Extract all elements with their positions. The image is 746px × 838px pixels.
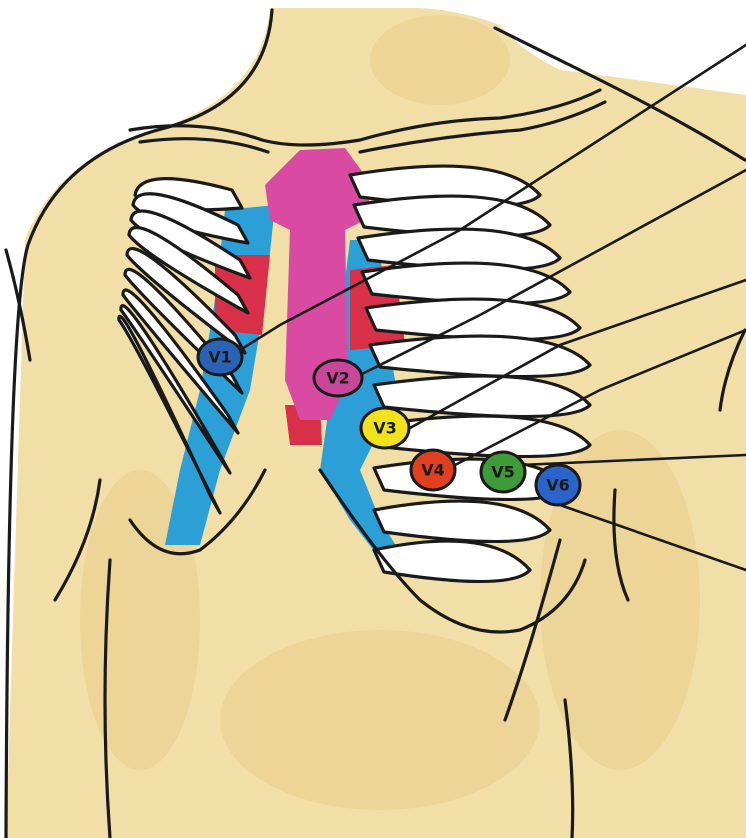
electrode-v6-label: V6 [546,476,570,495]
electrode-v3-label: V3 [373,419,397,438]
electrode-v6[interactable]: V6 [536,465,580,505]
electrode-v3[interactable]: V3 [361,408,409,448]
electrode-v2[interactable]: V2 [314,360,362,396]
electrode-v2-label: V2 [326,369,350,388]
electrode-v1-label: V1 [208,348,232,367]
electrode-v5[interactable]: V5 [481,452,525,492]
electrode-v1[interactable]: V1 [198,339,242,375]
electrode-v4-label: V4 [421,461,445,480]
electrode-v5-label: V5 [491,463,515,482]
electrode-v4[interactable]: V4 [411,450,455,490]
